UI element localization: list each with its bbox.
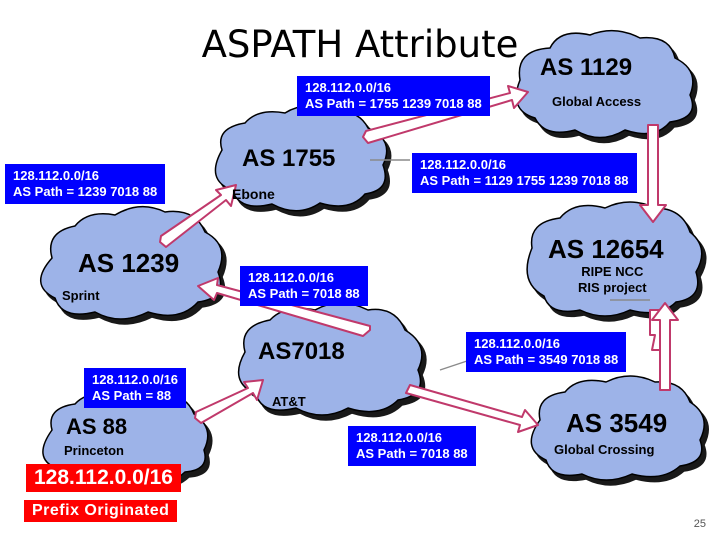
cloud-as3549 xyxy=(530,375,705,481)
as1755-org: Ebone xyxy=(232,186,275,202)
arrow-88-to-7018 xyxy=(194,379,264,424)
announcement-prefix: 128.112.0.0/16 xyxy=(13,168,100,183)
cloud-as12654 xyxy=(526,201,703,317)
as12654-label: AS 12654 xyxy=(548,234,664,264)
announcement-aspath: AS Path = 1129 1755 1239 7018 88 xyxy=(420,173,629,188)
announcement-to-12654: 128.112.0.0/16 AS Path = 1129 1755 1239 … xyxy=(412,153,637,193)
announcement-to-1129: 128.112.0.0/16 AS Path = 1755 1239 7018 … xyxy=(297,76,490,116)
arrow-3549-to-12654 xyxy=(651,302,679,391)
cloud-as1129 xyxy=(515,29,694,139)
as88-org: Princeton xyxy=(64,443,124,458)
announcement-aspath: AS Path = 7018 88 xyxy=(248,286,360,301)
origin-prefix: 128.112.0.0/16 xyxy=(26,464,181,492)
as1755-label: AS 1755 xyxy=(242,145,336,172)
announcement-to-3549: 128.112.0.0/16 AS Path = 7018 88 xyxy=(348,426,476,466)
as1129-label: AS 1129 xyxy=(540,54,633,81)
origin-label: Prefix Originated xyxy=(24,500,178,522)
as88-label: AS 88 xyxy=(66,414,128,439)
announcement-aspath: AS Path = 1755 1239 7018 88 xyxy=(305,96,482,111)
announcement-aspath: AS Path = 88 xyxy=(92,388,172,403)
announcement-prefix: 128.112.0.0/16 xyxy=(474,336,561,351)
as12654-org-line2: RIS project xyxy=(578,280,647,295)
arrow-1129-to-12654 xyxy=(639,124,667,223)
announcement-aspath: AS Path = 1239 7018 88 xyxy=(13,184,158,199)
slide-title: ASPATH Attribute xyxy=(201,23,519,66)
arrow-7018-to-3549 xyxy=(405,384,539,433)
announcement-from-3549: 128.112.0.0/16 AS Path = 3549 7018 88 xyxy=(466,332,627,372)
announcement-7018-to-1239: 128.112.0.0/16 AS Path = 7018 88 xyxy=(240,266,368,306)
announcement-aspath: AS Path = 3549 7018 88 xyxy=(474,352,619,367)
cloud-as1755 xyxy=(214,105,388,212)
as3549-org: Global Crossing xyxy=(554,442,655,457)
announcement-prefix: 128.112.0.0/16 xyxy=(420,157,507,172)
as1239-org: Sprint xyxy=(62,288,100,303)
announcement-prefix: 128.112.0.0/16 xyxy=(248,270,335,285)
as7018-label: AS7018 xyxy=(258,338,345,365)
as7018-org: AT&T xyxy=(272,394,306,409)
as1239-label: AS 1239 xyxy=(78,248,180,278)
announcement-prefix: 128.112.0.0/16 xyxy=(305,80,392,95)
as12654-org-line1: RIPE NCC xyxy=(581,264,644,279)
announcement-1239-to-1755: 128.112.0.0/16 AS Path = 1239 7018 88 xyxy=(5,164,166,204)
arrow-1239-to-1755 xyxy=(159,184,237,248)
announcement-prefix: 128.112.0.0/16 xyxy=(92,372,179,387)
announcement-prefix: 128.112.0.0/16 xyxy=(356,430,443,445)
as12654-org: RIPE NCC RIS project xyxy=(578,264,647,296)
as1129-org: Global Access xyxy=(552,94,642,109)
page-number: 25 xyxy=(693,518,706,530)
as3549-label: AS 3549 xyxy=(566,408,668,438)
announcement-from-88: 128.112.0.0/16 AS Path = 88 xyxy=(84,368,187,408)
announcement-aspath: AS Path = 7018 88 xyxy=(356,446,468,461)
